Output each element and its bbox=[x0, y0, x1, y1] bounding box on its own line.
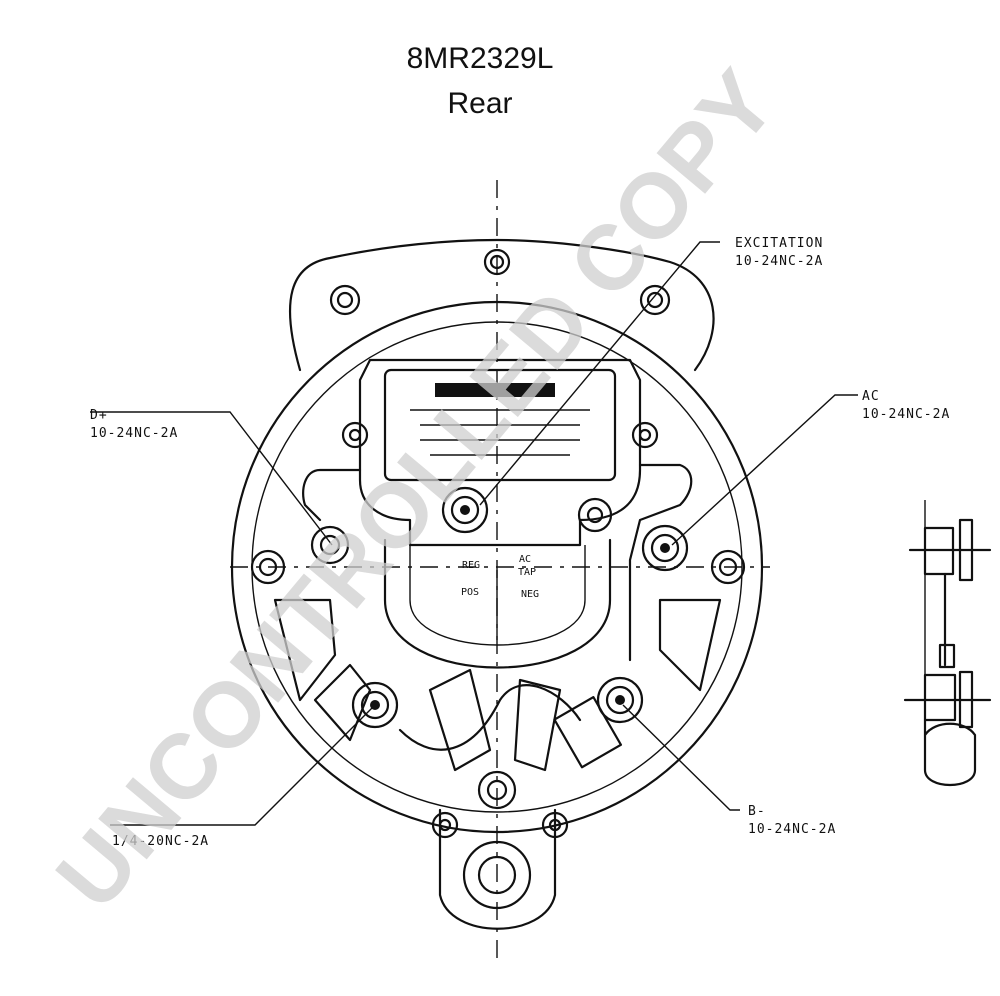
uncontrolled-copy-watermark: UNCONTROLLED COPY bbox=[37, 52, 795, 928]
ac-name: AC bbox=[862, 389, 880, 404]
excitation-name: EXCITATION bbox=[735, 236, 823, 251]
vent-slot-left-upper bbox=[273, 598, 337, 702]
wire-harness-right bbox=[628, 463, 693, 662]
excitation-spec: 10-24NC-2A bbox=[735, 254, 823, 269]
reg-label: REG bbox=[462, 560, 480, 571]
vent-slot-left-lower bbox=[313, 663, 372, 742]
b-minus-name: B- bbox=[748, 804, 766, 819]
wire-harness-left bbox=[302, 468, 362, 522]
quarter-leader bbox=[110, 707, 373, 826]
b-minus-connector bbox=[553, 696, 623, 769]
housing-bolt-right bbox=[710, 549, 746, 585]
bottom-mount-hole-inner bbox=[477, 855, 517, 895]
ear-hole-left bbox=[329, 284, 361, 316]
screw-bottom-left bbox=[431, 811, 459, 839]
bottom-mount-hole-outer bbox=[462, 840, 532, 910]
ac-spec: 10-24NC-2A bbox=[862, 407, 950, 422]
screw-upper-right bbox=[631, 421, 659, 449]
housing-bolt-bottom bbox=[477, 770, 517, 810]
vent-slot-bottom-right bbox=[513, 678, 562, 772]
housing-bolt-left bbox=[250, 549, 286, 585]
top-mounting-ear bbox=[288, 238, 715, 372]
ac-tap-label-2: TAP bbox=[518, 567, 536, 578]
side-view-detail bbox=[903, 500, 992, 787]
ear-hole-right bbox=[639, 284, 671, 316]
quarter-inch-terminal bbox=[351, 681, 399, 729]
vent-slot-right-upper bbox=[658, 598, 722, 692]
b-minus-leader bbox=[622, 704, 740, 811]
diagram-subtitle: Rear bbox=[447, 87, 512, 120]
excitation-terminal bbox=[441, 486, 489, 534]
b-minus-spec: 10-24NC-2A bbox=[748, 822, 836, 837]
housing-bolt-top bbox=[483, 248, 511, 276]
screw-upper-left bbox=[341, 421, 369, 449]
ac-terminal bbox=[641, 524, 689, 572]
regulator-screw-right bbox=[577, 497, 613, 533]
bottom-mount-boss bbox=[438, 808, 557, 930]
d-plus-leader bbox=[90, 411, 333, 546]
ac-leader bbox=[671, 394, 858, 546]
regulator-logo bbox=[435, 383, 555, 397]
vent-slot-bottom-left bbox=[428, 668, 492, 772]
d-plus-terminal bbox=[310, 525, 350, 565]
wire-harness-bottom bbox=[398, 684, 582, 751]
diagram-title: 8MR2329L bbox=[407, 42, 554, 75]
housing-outer bbox=[230, 300, 764, 834]
d-plus-spec: 10-24NC-2A bbox=[90, 426, 178, 441]
neg-label: NEG bbox=[521, 589, 539, 600]
regulator-shield bbox=[383, 538, 612, 669]
excitation-leader bbox=[479, 241, 720, 506]
pos-label: POS bbox=[461, 587, 479, 598]
ac-tap-label-1: AC bbox=[519, 554, 531, 565]
d-plus-name: D+ bbox=[90, 408, 108, 423]
b-minus-terminal bbox=[596, 676, 644, 724]
quarter-spec: 1/4-20NC-2A bbox=[112, 834, 209, 849]
screw-bottom-right bbox=[541, 811, 569, 839]
